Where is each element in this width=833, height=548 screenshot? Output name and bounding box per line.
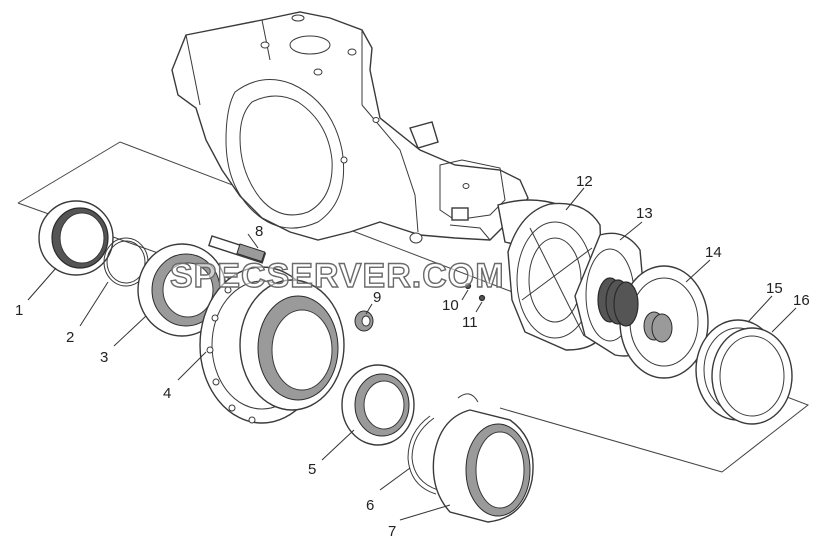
part-7-ring-gear (432, 393, 534, 523)
part-9-nut (354, 310, 374, 332)
callout-3: 3 (100, 349, 108, 366)
callout-8: 8 (255, 223, 263, 240)
part-3-bearing (137, 243, 227, 337)
callout-11: 11 (462, 314, 478, 331)
part-6-retaining-clip (407, 415, 439, 495)
part-4-wheel-hub (199, 266, 345, 424)
callout-leaders (27, 187, 797, 521)
callout-10: 10 (442, 297, 459, 314)
callout-16: 16 (793, 292, 810, 309)
callout-5: 5 (308, 461, 316, 478)
callout-13: 13 (636, 205, 653, 222)
callout-14: 14 (705, 244, 722, 261)
callout-7: 7 (388, 523, 396, 540)
part-8-wheel-stud (208, 235, 267, 264)
callout-9: 9 (373, 289, 381, 306)
callout-labels: 1 2 3 4 5 6 7 8 9 10 11 12 13 14 15 16 (15, 173, 810, 540)
callout-6: 6 (366, 497, 374, 514)
callout-1: 1 (15, 302, 23, 319)
parts-15-16-rings (695, 319, 793, 425)
callout-12: 12 (576, 173, 593, 190)
axle-housing (171, 11, 566, 247)
callout-4: 4 (163, 385, 171, 402)
callout-2: 2 (66, 329, 74, 346)
callout-15: 15 (766, 280, 783, 297)
part-1-seal (38, 200, 114, 276)
parts-10-11-pins (464, 282, 486, 302)
part-5-bearing (341, 364, 415, 446)
watermark-text: SPECSERVER.COM (170, 257, 505, 295)
part-14-spring-pack (597, 265, 709, 379)
